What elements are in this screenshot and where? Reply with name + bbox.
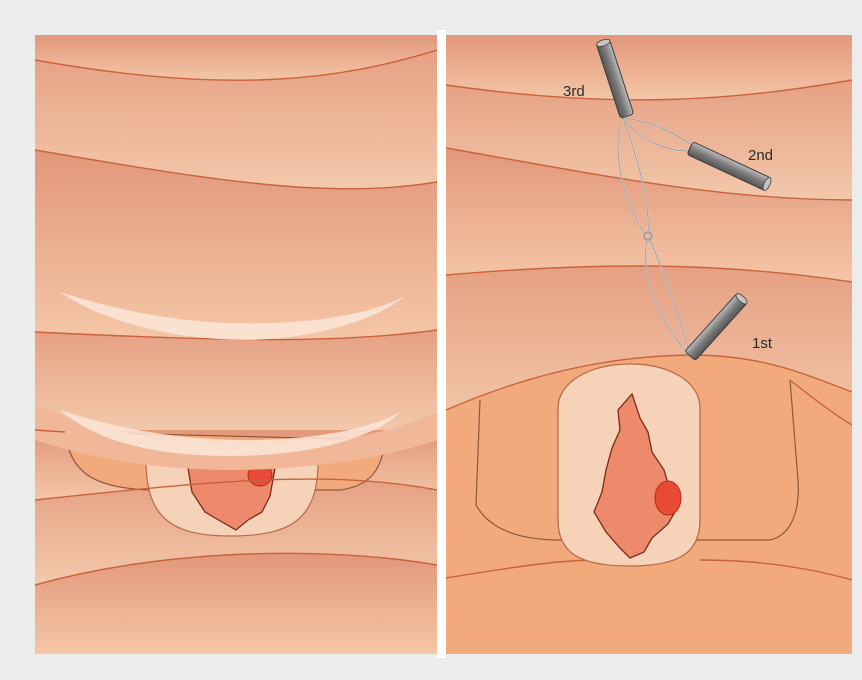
- vessel-dot: [655, 481, 681, 515]
- mucosal-fold: [35, 330, 437, 430]
- panel-divider: [437, 30, 446, 658]
- left-panel: [35, 35, 437, 654]
- right-panel: 3rd 2nd 1st: [446, 35, 852, 654]
- clip-label-2nd: 2nd: [748, 147, 773, 164]
- clip-label-3rd: 3rd: [563, 83, 585, 100]
- clip-label-1st: 1st: [752, 335, 773, 352]
